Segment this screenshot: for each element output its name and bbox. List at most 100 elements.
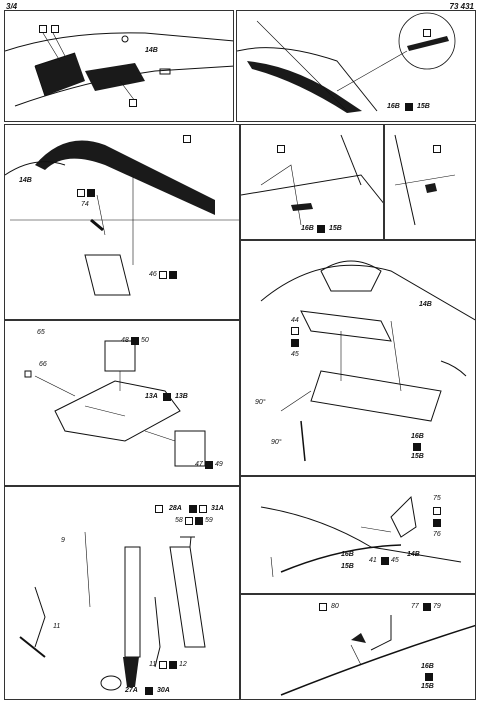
bend-icon (319, 603, 327, 611)
panel-3-drawing (5, 140, 239, 296)
part-number: 41 (369, 557, 377, 564)
paint-icon (163, 393, 171, 401)
part-label: 15B (341, 563, 354, 570)
paint-icon (425, 673, 433, 681)
panel-7: 14B 44 45 90° 90° 16B 15B (240, 240, 476, 476)
paint-icon (423, 603, 431, 611)
panel-4: 16B 15B (240, 124, 384, 240)
part-label: 31A (211, 505, 224, 512)
part-number: 46 (149, 271, 157, 278)
paint-icon (291, 339, 299, 347)
panel-1: 14B (4, 10, 234, 122)
part-label: 15B (411, 453, 424, 460)
page-number: 3/4 (6, 2, 18, 11)
part-number: 9 (61, 537, 65, 544)
part-label: 14B (407, 551, 420, 558)
bend-icon (39, 25, 47, 33)
panel-10: 80 77 79 16B 15B (240, 594, 476, 700)
paint-icon (205, 461, 213, 469)
part-label: 13A (145, 393, 158, 400)
part-number: 76 (433, 531, 441, 538)
part-number: 74 (81, 201, 89, 208)
panel-10-drawing (280, 615, 475, 696)
panel-8: 28A 31A 58 59 9 11 11 12 27A 30A (4, 486, 240, 700)
part-number: 49 (215, 461, 223, 468)
panel-2-drawing (237, 12, 456, 113)
part-number: 80 (331, 603, 339, 610)
part-number: 45 (291, 351, 299, 358)
paint-icon (195, 517, 203, 525)
panel-5 (384, 124, 476, 240)
bend-icon (199, 505, 207, 513)
part-label: 14B (419, 301, 432, 308)
bend-icon (291, 327, 299, 335)
bend-icon (423, 29, 431, 37)
part-number: 45 (391, 557, 399, 564)
part-label: 16B (411, 433, 424, 440)
part-number: 59 (205, 517, 213, 524)
panel-7-drawing (260, 260, 475, 462)
part-number: 50 (141, 337, 149, 344)
paint-icon (189, 505, 197, 513)
part-number: 77 (411, 603, 419, 610)
part-label: 30A (157, 687, 170, 694)
paint-icon (87, 189, 95, 197)
bend-icon (185, 517, 193, 525)
angle-label: 90° (271, 439, 282, 446)
part-label: 15B (421, 683, 434, 690)
paint-icon (169, 271, 177, 279)
paint-icon (131, 337, 139, 345)
part-label: 15B (417, 103, 430, 110)
panel-1-drawing (5, 32, 233, 107)
catalog-code: 73 431 (449, 2, 474, 11)
part-number: 12 (179, 661, 187, 668)
part-number: 79 (433, 603, 441, 610)
part-label: 14B (19, 177, 32, 184)
part-number: 44 (291, 317, 299, 324)
panel-2: 16B 15B (236, 10, 476, 122)
paint-icon (413, 443, 421, 451)
part-number: 58 (175, 517, 183, 524)
part-number: 48 (121, 337, 129, 344)
bend-icon (433, 145, 441, 153)
panel-5-drawing (394, 134, 456, 226)
paint-icon (433, 519, 441, 527)
bend-icon (155, 505, 163, 513)
part-label: 16B (301, 225, 314, 232)
panel-4-drawing (241, 134, 383, 226)
panel-8-drawing (19, 531, 206, 691)
bend-icon (433, 507, 441, 515)
panel-9: 75 76 16B 15B 41 45 14B (240, 476, 476, 594)
angle-label: 90° (255, 399, 266, 406)
part-number: 66 (39, 361, 47, 368)
panel-3: 14B 74 46 (4, 124, 240, 320)
paint-icon (317, 225, 325, 233)
panel-6-drawing (24, 340, 206, 467)
part-label: 14B (145, 47, 158, 54)
panel-6: 65 66 48 50 13A 13B 47 49 (4, 320, 240, 486)
paint-icon (381, 557, 389, 565)
paint-icon (405, 103, 413, 111)
part-label: 16B (421, 663, 434, 670)
bend-icon (51, 25, 59, 33)
bend-icon (159, 271, 167, 279)
paint-icon (145, 687, 153, 695)
part-label: 16B (341, 551, 354, 558)
bend-icon (159, 661, 167, 669)
part-label: 16B (387, 103, 400, 110)
bend-icon (77, 189, 85, 197)
part-label: 15B (329, 225, 342, 232)
part-label: 27A (125, 687, 138, 694)
part-number: 47 (195, 461, 203, 468)
panel-9-drawing (260, 495, 462, 578)
paint-icon (169, 661, 177, 669)
part-number: 65 (37, 329, 45, 336)
bend-icon (183, 135, 191, 143)
part-label: 13B (175, 393, 188, 400)
part-number: 11 (53, 623, 61, 630)
part-number: 11 (149, 661, 157, 668)
bend-icon (129, 99, 137, 107)
bend-icon (277, 145, 285, 153)
part-number: 75 (433, 495, 441, 502)
part-label: 28A (169, 505, 182, 512)
